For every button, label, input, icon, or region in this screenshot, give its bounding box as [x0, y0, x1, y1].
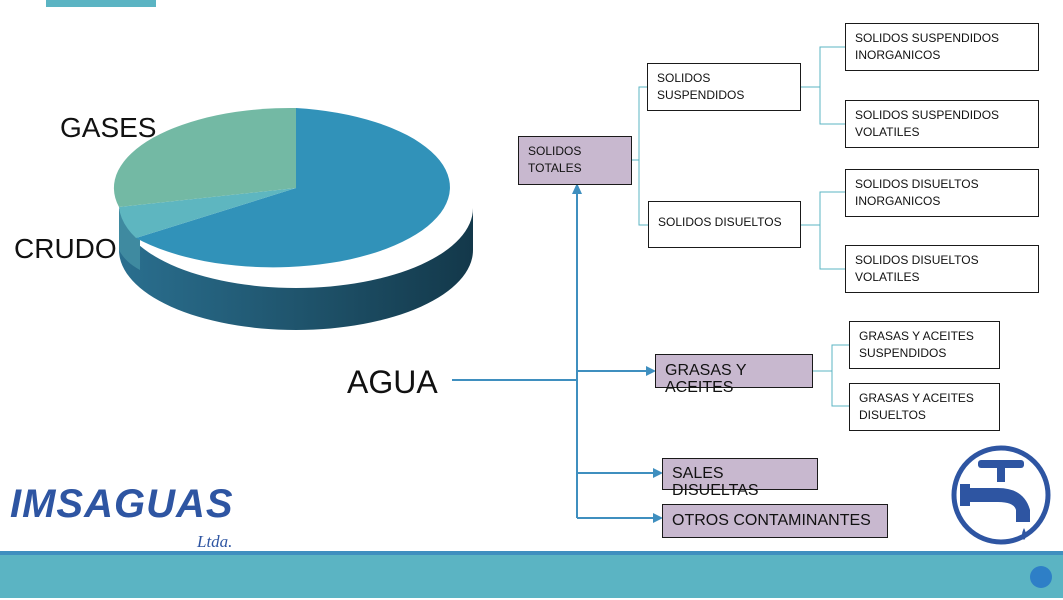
slide-nav-dot-icon[interactable] — [1030, 566, 1052, 588]
pie-slice-crudo — [119, 188, 296, 238]
box-sd-inorganicos: SOLIDOS DISUELTOS INORGANICOS — [845, 169, 1039, 217]
pie-slice-agua — [136, 108, 450, 268]
box-ss-inorganicos: SOLIDOS SUSPENDIDOS INORGANICOS — [845, 23, 1039, 71]
logo-suffix: Ltda. — [197, 532, 233, 551]
box-ss-volatiles: SOLIDOS SUSPENDIDOS VOLATILES — [845, 100, 1039, 148]
box-grasas-aceites: GRASAS Y ACEITES — [655, 354, 813, 396]
box-sales-disueltas: SALES DISUELTAS — [662, 458, 818, 499]
footer-bar — [0, 555, 1063, 598]
pie-label-gases: GASES — [60, 112, 157, 143]
box-ga-suspendidos: GRASAS Y ACEITES SUSPENDIDOS — [849, 321, 1000, 369]
box-otros-contaminantes: OTROS CONTAMINANTES — [662, 504, 888, 538]
pie-slice-gases — [113, 107, 297, 207]
box-ga-disueltos: GRASAS Y ACEITES DISUELTOS — [849, 383, 1000, 431]
pie-side-crudo — [119, 208, 140, 270]
box-solidos-totales: SOLIDOS TOTALES — [518, 136, 632, 185]
footer-top-line — [0, 551, 1063, 555]
box-solidos-suspendidos: SOLIDOS SUSPENDIDOS — [647, 63, 801, 111]
faucet-icon — [946, 440, 1056, 550]
top-accent-tab — [46, 0, 156, 7]
pie-side-wall — [119, 208, 473, 330]
pie-label-crudo: CRUDO — [14, 233, 117, 264]
logo-imsaguas: IMSAGUAS — [10, 482, 234, 526]
box-sd-volatiles: SOLIDOS DISUELTOS VOLATILES — [845, 245, 1039, 293]
pie-label-agua: AGUA — [347, 364, 438, 400]
box-solidos-disueltos: SOLIDOS DISUELTOS — [648, 201, 801, 248]
